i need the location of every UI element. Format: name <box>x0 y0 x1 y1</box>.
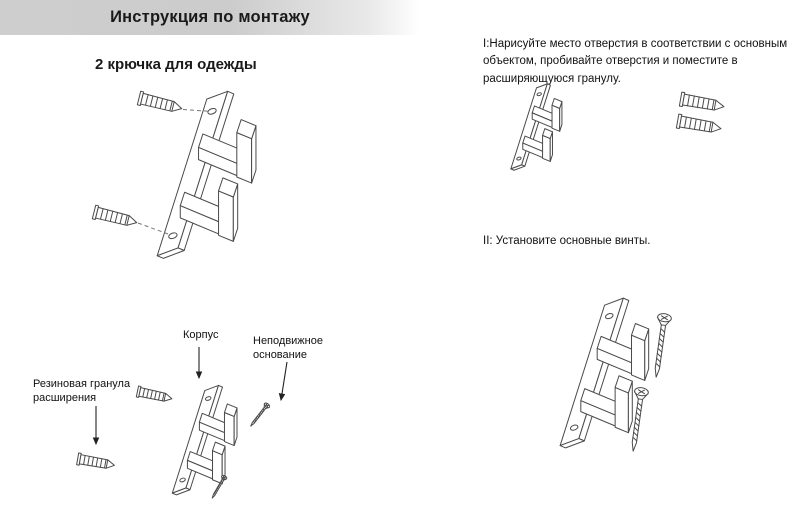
wall-plug-icon <box>678 91 726 115</box>
hook-assembly <box>156 90 257 259</box>
subtitle: 2 крючка для одежды <box>95 56 257 73</box>
page-title: Инструкция по монтажу <box>110 8 310 26</box>
wall-plug-icon <box>76 452 116 472</box>
label-fixed-base: Неподвижное основание <box>253 335 323 361</box>
label-expansion-granule: Резиновая гранула расширения <box>33 378 131 404</box>
label-arrow-fixed-base <box>278 362 287 402</box>
screw-icon <box>648 312 673 379</box>
fixed-base-screw-icon <box>248 401 271 429</box>
hook-assembly <box>172 385 238 496</box>
parts-diagram <box>76 300 340 500</box>
step2-instruction: II: Установите основные винты. <box>483 235 651 247</box>
label-hook-body: Корпус <box>183 329 219 341</box>
hook-assembly <box>510 83 563 171</box>
wall-plug-icon <box>135 385 174 405</box>
step1-instruction: I:Нарисуйте место отверстия в соответств… <box>483 38 788 85</box>
wall-plug-icon <box>675 113 723 137</box>
overview-diagram <box>91 90 257 259</box>
step2-diagram <box>559 297 673 453</box>
step1-diagram <box>510 83 726 171</box>
wall-plug-icon <box>136 90 184 116</box>
insertion-guide-line <box>138 223 170 235</box>
title-bar: Инструкция по монтажу <box>0 0 420 35</box>
wall-plug-icon <box>91 204 139 230</box>
